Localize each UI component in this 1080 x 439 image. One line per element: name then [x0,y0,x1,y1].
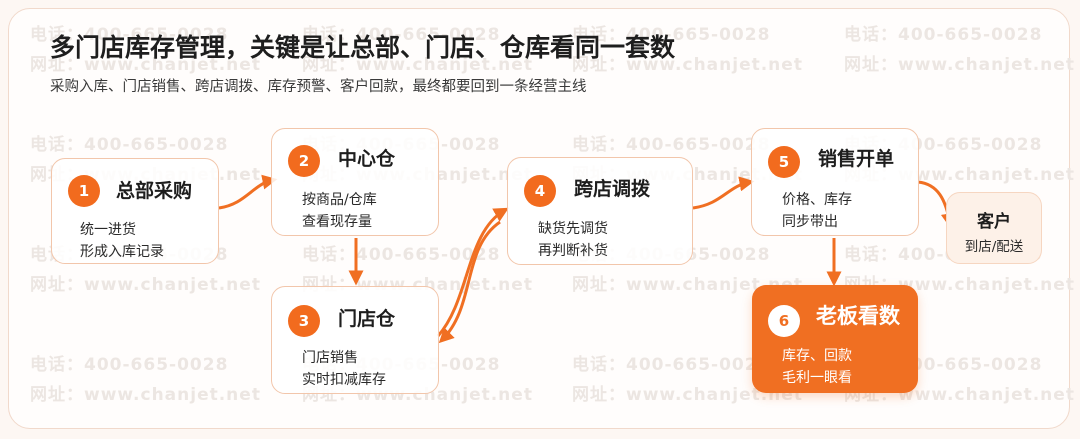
arrow-4-to-3 [438,220,501,344]
step-4-card: 4 跨店调拨 缺货先调货 再判断补货 [507,157,693,265]
step-title: 门店仓 [338,308,396,330]
watermark-site: 网址：www.chanjet.net [30,275,261,295]
step-title: 老板看数 [816,304,900,328]
step-title: 跨店调拨 [574,178,651,200]
page-title: 多门店库存管理，关键是让总部、门店、仓库看同一套数 [50,33,676,62]
step-desc-line: 门店销售 [302,350,358,366]
watermark-phone: 电话：400-665-0028 [844,25,1043,45]
step-number-badge: 3 [288,305,320,337]
step-3-card: 3 门店仓 门店销售 实时扣减库存 [271,286,439,394]
watermark-site: 网址：www.chanjet.net [30,385,261,405]
watermark-phone: 电话：400-665-0028 [30,25,229,45]
step-desc-line: 按商品/仓库 [302,192,377,208]
watermark-phone: 电话：400-665-0028 [572,355,771,375]
watermark-site: 网址：www.chanjet.net [572,275,803,295]
watermark-site: 网址：www.chanjet.net [30,55,261,75]
step-2-card: 2 中心仓 按商品/仓库 查看现存量 [271,128,439,236]
watermark-site: 网址：www.chanjet.net [572,55,803,75]
step-desc-line: 形成入库记录 [80,244,164,260]
step-6-card: 6 老板看数 库存、回款 毛利一眼看 [752,285,918,393]
step-desc-line: 库存、回款 [782,348,852,364]
customer-desc: 到店/配送 [964,239,1024,255]
arrow-1-to-2 [218,174,278,210]
watermark-site: 网址：www.chanjet.net [572,385,803,405]
step-desc-line: 统一进货 [80,222,136,238]
step-title: 中心仓 [338,148,396,170]
step-number-badge: 5 [768,146,800,178]
watermark-phone: 电话：400-665-0028 [30,135,229,155]
step-number-badge: 4 [524,175,556,207]
step-number-badge: 2 [288,145,320,177]
step-title: 总部采购 [116,180,193,202]
watermark-site: 网址：www.chanjet.net [844,55,1075,75]
watermark-phone: 电话：400-665-0028 [572,135,771,155]
step-number-badge: 1 [68,175,100,207]
step-desc-line: 再判断补货 [538,243,608,259]
step-desc-line: 毛利一眼看 [782,370,852,386]
arrow-3-to-4 [436,207,509,337]
step-5-card: 5 销售开单 价格、库存 同步带出 [751,128,919,236]
step-desc-line: 实时扣减库存 [302,372,386,388]
watermark-phone: 电话：400-665-0028 [30,355,229,375]
step-desc-line: 同步带出 [782,214,838,230]
watermark-site: 网址：www.chanjet.net [302,55,533,75]
step-desc-line: 价格、库存 [782,192,852,208]
step-title: 销售开单 [818,148,895,170]
step-1-card: 1 总部采购 统一进货 形成入库记录 [51,158,219,264]
step-number-badge: 6 [768,305,800,337]
customer-title: 客户 [977,212,1011,232]
customer-card: 客户 到店/配送 [946,192,1042,264]
watermark-phone: 电话：400-665-0028 [572,25,771,45]
step-desc-line: 缺货先调货 [538,221,608,237]
page-subtitle: 采购入库、门店销售、跨店调拨、库存预警、客户回款，最终都要回到一条经营主线 [50,79,587,95]
arrow-4-to-5 [692,176,755,210]
watermark-phone: 电话：400-665-0028 [302,245,501,265]
watermark-phone: 电话：400-665-0028 [302,25,501,45]
step-desc-line: 查看现存量 [302,214,372,230]
